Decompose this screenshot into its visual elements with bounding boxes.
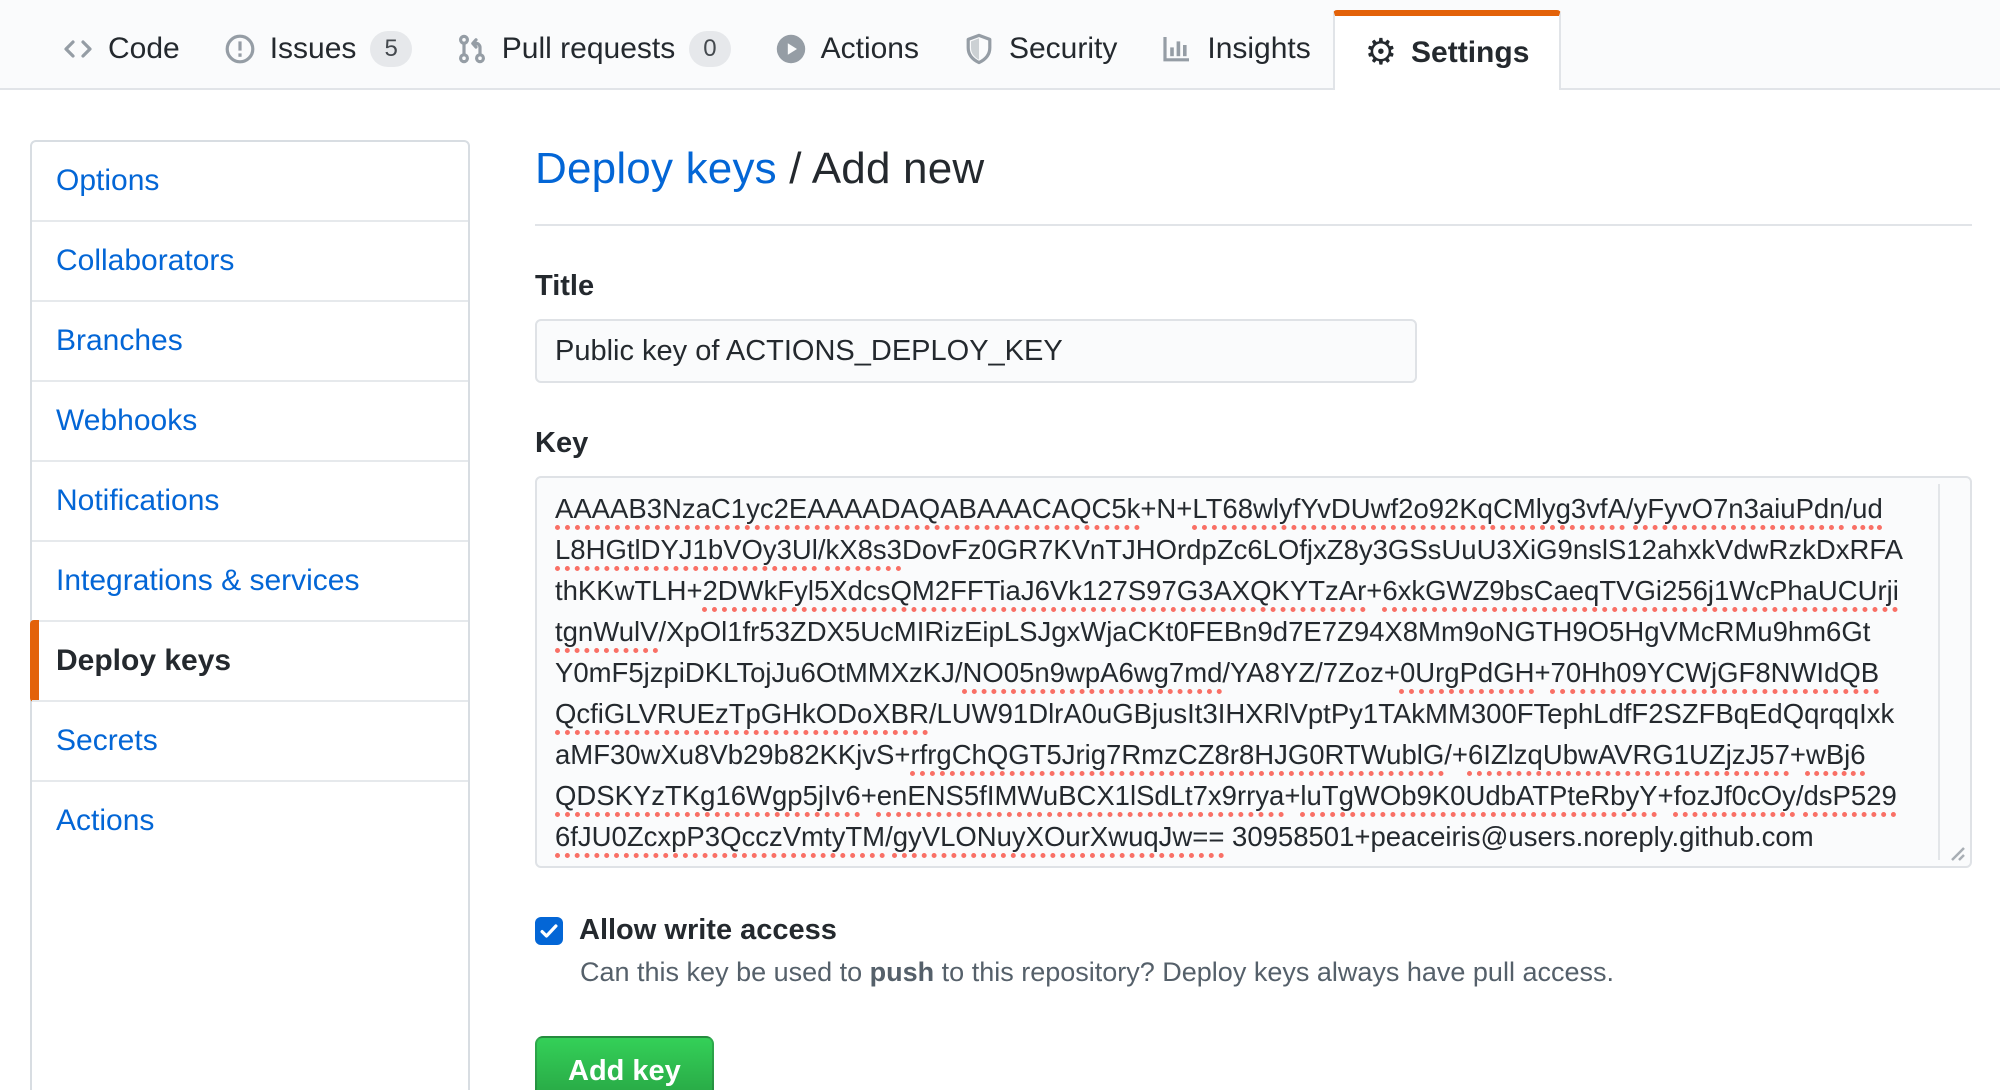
key-line: Y0mF5jzpiDKLTojJu6OtMMXzKJ/NO05n9wpA6wg7… <box>555 657 1880 688</box>
key-line: L8HGtlDYJ1bVOy3Ul/kX8s3DovFz0GR7KVnTJHOr… <box>555 534 1903 565</box>
allow-write-label[interactable]: Allow write access <box>579 914 837 946</box>
key-line: QDSKYzTKg16Wgp5jIv6+enENS5fIMWuBCX1lSdLt… <box>555 780 1897 811</box>
shield-icon <box>963 33 995 65</box>
tab-pull-requests[interactable]: Pull requests 0 <box>434 10 753 88</box>
page-title: Deploy keys / Add new <box>535 144 1972 194</box>
gear-icon: ⚙ <box>1364 32 1398 73</box>
key-textarea[interactable]: AAAAB3NzaC1yc2EAAAADAQABAAACAQC5k+N+LT68… <box>535 476 1972 868</box>
write-access-note: Can this key be used to push to this rep… <box>580 957 1972 988</box>
title-input[interactable] <box>535 319 1417 383</box>
tab-label: Security <box>1008 32 1118 65</box>
sidebar-item-deploy-keys[interactable]: Deploy keys <box>30 620 468 702</box>
graph-icon <box>1161 33 1193 65</box>
key-line: 6fJU0ZcxpP3QcczVmtyTM/gyVLONuyXOurXwuqJw… <box>555 821 1814 852</box>
key-line: aMF30wXu8Vb29b82KKjvS+rfrgChQGT5Jrig7Rmz… <box>555 739 1866 770</box>
tab-issues[interactable]: Issues 5 <box>202 10 434 88</box>
tab-label: Settings <box>1411 36 1530 69</box>
tab-label: Issues <box>269 32 357 65</box>
key-text: AAAAB3NzaC1yc2EAAAADAQABAAACAQC5k+N+LT68… <box>555 488 1952 857</box>
tab-security[interactable]: Security <box>941 10 1139 88</box>
issue-icon <box>224 33 256 65</box>
counter-badge: 5 <box>370 31 412 67</box>
add-key-button[interactable]: Add key <box>535 1036 714 1090</box>
note-suffix: to this repository? Deploy keys always h… <box>934 957 1614 987</box>
main-content: Deploy keys / Add new Title Key AAAAB3Nz… <box>535 140 1972 1090</box>
deploy-keys-breadcrumb-link[interactable]: Deploy keys <box>535 144 777 193</box>
sidebar-item-secrets[interactable]: Secrets <box>32 700 468 780</box>
tab-label: Insights <box>1207 32 1311 65</box>
allow-write-row: Allow write access <box>535 914 1972 947</box>
tab-label: Pull requests <box>501 32 676 65</box>
sidebar-item-collaborators[interactable]: Collaborators <box>32 220 468 300</box>
tab-label: Code <box>108 32 180 65</box>
sidebar-item-webhooks[interactable]: Webhooks <box>32 380 468 460</box>
sidebar-item-integrations-services[interactable]: Integrations & services <box>32 540 468 620</box>
textarea-scrollbar[interactable] <box>1938 484 1940 860</box>
key-label: Key <box>535 427 589 459</box>
breadcrumb-separator: / <box>789 144 802 193</box>
checkmark-icon <box>540 923 558 938</box>
title-label: Title <box>535 270 595 302</box>
note-bold: push <box>869 957 935 987</box>
resize-grip[interactable] <box>1944 840 1966 862</box>
breadcrumb-current: Add new <box>811 144 985 193</box>
sidebar-item-notifications[interactable]: Notifications <box>32 460 468 540</box>
code-icon <box>62 33 94 65</box>
sidebar-item-options[interactable]: Options <box>56 164 160 197</box>
tab-label: Actions <box>820 32 919 65</box>
counter-badge: 0 <box>689 31 731 67</box>
sidebar-item-branches[interactable]: Branches <box>32 300 468 380</box>
tab-actions[interactable]: Actions <box>753 10 941 88</box>
tab-insights[interactable]: Insights <box>1139 10 1332 88</box>
note-prefix: Can this key be used to <box>580 957 870 987</box>
repo-nav: Code Issues 5 Pull requests 0 Actions Security… <box>0 0 2000 90</box>
key-line: QcfiGLVRUEzTpGHkODoXBR/LUW91DlrA0uGBjusI… <box>555 698 1895 729</box>
key-line: thKKwTLH+2DWkFyl5XdcsQM2FFTiaJ6Vk127S97G… <box>555 575 1899 606</box>
pull-request-icon <box>456 33 488 65</box>
allow-write-checkbox[interactable] <box>535 916 563 945</box>
key-line: AAAAB3NzaC1yc2EAAAADAQABAAACAQC5k+N+LT68… <box>555 493 1883 524</box>
sidebar-item-actions[interactable]: Actions <box>32 780 468 860</box>
tab-code[interactable]: Code <box>40 10 202 88</box>
play-icon <box>775 33 807 65</box>
key-line: tgnWulV/XpOl1fr53ZDX5UcMIRizEipLSJgxWjaC… <box>555 616 1871 647</box>
divider <box>535 224 1972 226</box>
tab-settings[interactable]: ⚙ Settings <box>1332 10 1562 90</box>
